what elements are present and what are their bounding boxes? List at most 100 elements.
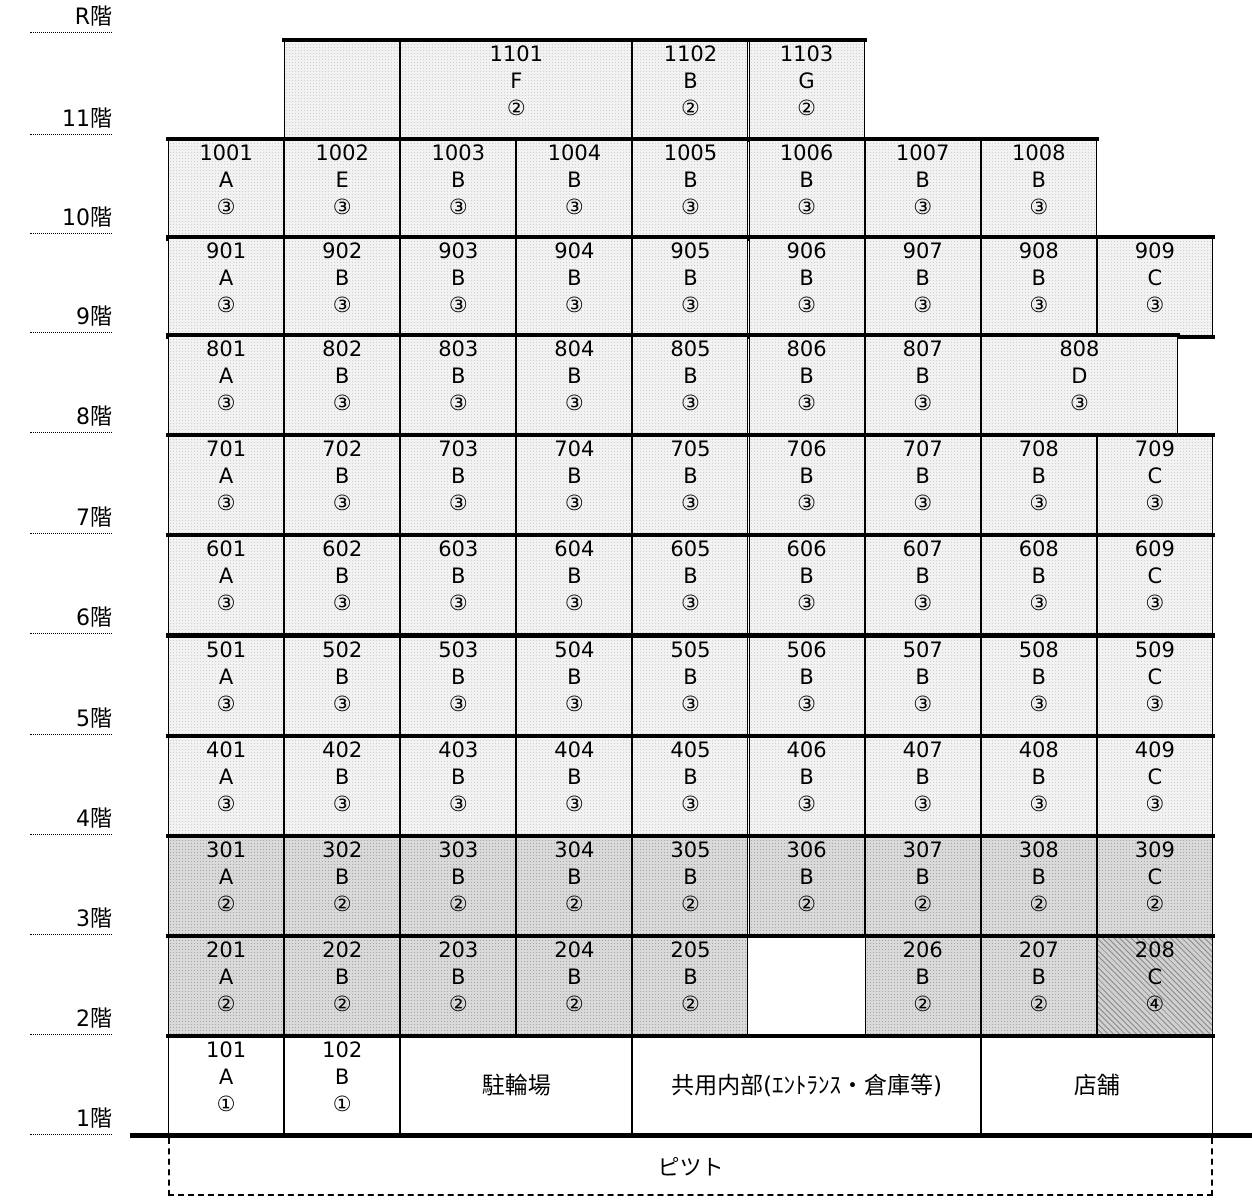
unit-number: 207 [1018,938,1059,962]
unit-grade: ③ [1029,491,1049,515]
unit-grade: ③ [564,591,584,615]
unit-number: 503 [438,638,479,662]
unit-number: 806 [786,337,827,361]
unit-grade: ③ [797,195,816,219]
unit-number: 506 [786,638,827,662]
unit-cell [284,40,401,140]
unit-number: 401 [206,738,247,762]
unit-grade: ③ [448,491,468,515]
unit-type: B [683,364,698,388]
unit-type: B [567,765,582,789]
unit-number: 306 [786,838,827,862]
floor-label: 6階 [30,607,112,634]
unit-type: G [798,69,815,93]
unit-grade: ② [448,992,468,1016]
unit-number: 1007 [895,141,950,165]
unit-type: B [915,665,930,689]
unit-number: 202 [322,938,363,962]
unit-grade: ③ [1145,293,1165,317]
unit-grade: ③ [1029,591,1049,615]
unit-number: 905 [670,239,711,263]
unit-grade: ③ [1029,293,1049,317]
unit-type: C [1147,665,1163,689]
unit-number: 505 [670,638,711,662]
unit-number: 605 [670,537,711,561]
unit-number: 608 [1018,537,1059,561]
unit-grade: ③ [216,692,236,716]
floor-label: 10階 [30,207,112,234]
unit-grade: ③ [216,591,236,615]
unit-type: C [1147,965,1163,989]
unit-type: B [451,364,466,388]
unit-grade: ② [681,892,700,916]
unit-grade: ③ [1069,391,1089,415]
unit-number: 909 [1134,239,1175,263]
unit-grade: ③ [681,391,700,415]
unit-grade: ③ [216,195,236,219]
unit-number: 204 [554,938,595,962]
unit-number: 101 [206,1038,247,1062]
floor-label: 4階 [30,808,112,835]
unit-type: A [218,564,234,588]
unit-grade: ③ [448,293,468,317]
unit-grade: ③ [681,491,700,515]
unit-type: A [218,1065,234,1089]
unit-number: 901 [206,239,247,263]
unit-type: C [1147,266,1163,290]
unit-type: B [1031,564,1046,588]
unit-number: 301 [206,838,247,862]
unit-grade: ③ [332,293,352,317]
unit-type: B [567,364,582,388]
unit-grade: ② [797,96,816,120]
unit-grade: ① [332,1092,352,1116]
unit-type: B [1031,965,1046,989]
unit-type: A [218,665,234,689]
pit-label: ピツト [657,1156,724,1181]
unit-type: B [451,765,466,789]
unit-number: 907 [902,239,943,263]
unit-type: B [451,564,466,588]
unit-grade: ③ [564,195,584,219]
unit-grade: ② [448,892,468,916]
unit-type: A [218,765,234,789]
floor-label: 8階 [30,406,112,433]
unit-grade: ③ [797,591,816,615]
unit-number: 903 [438,239,479,263]
unit-type: B [1031,765,1046,789]
unit-grade: ③ [797,491,816,515]
unit-type: B [915,464,930,488]
unit-number: 404 [554,738,595,762]
facility-cell: 店舗 [980,1036,1213,1136]
unit-type: B [799,765,814,789]
unit-number: 205 [670,938,711,962]
floor-label: 3階 [30,908,112,935]
unit-grade: ② [681,992,700,1016]
unit-type: F [510,69,523,93]
unit-grade: ③ [564,692,584,716]
unit-type: B [567,665,582,689]
unit-type: C [1147,865,1163,889]
